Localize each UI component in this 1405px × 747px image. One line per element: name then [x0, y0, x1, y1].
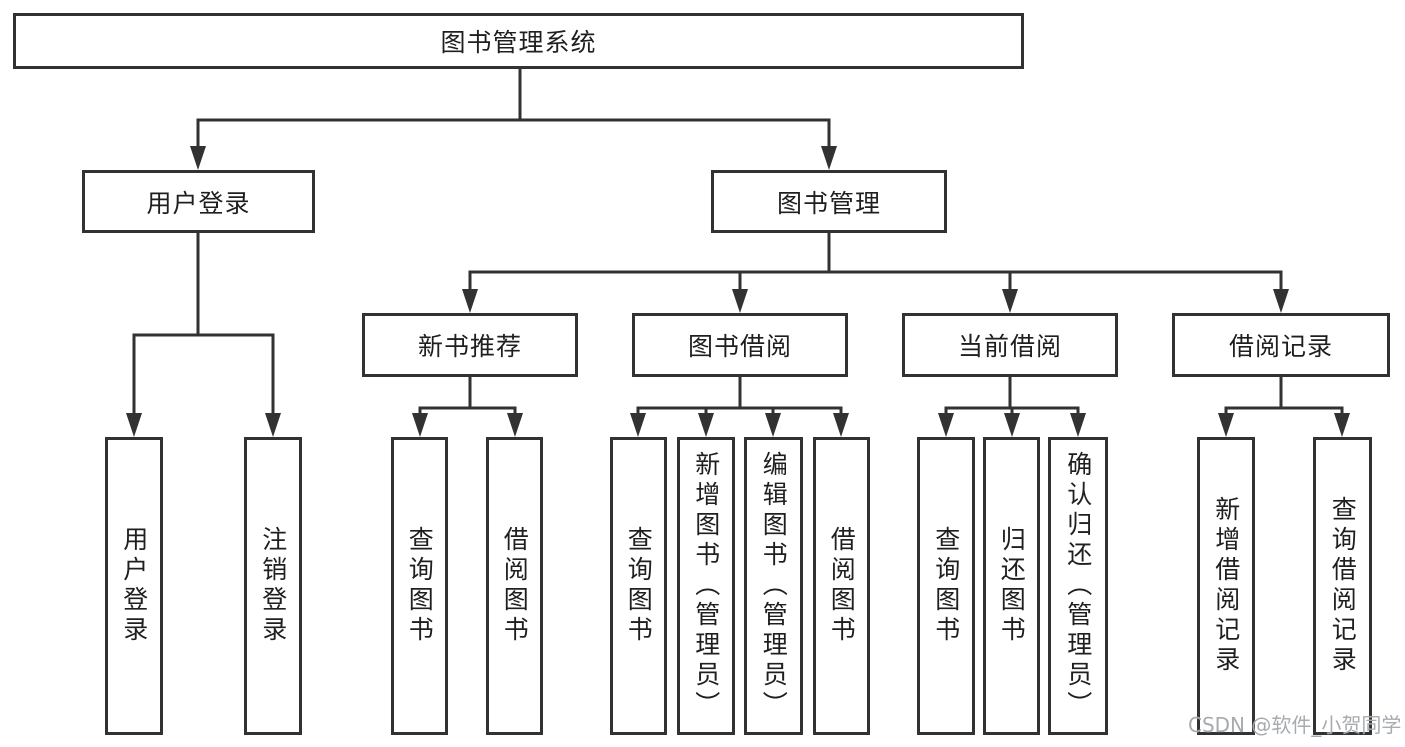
leaf-borrow-books: 借阅图书 — [813, 437, 870, 735]
node-borrow-records: 借阅记录 — [1172, 313, 1390, 377]
arrow-down-icon — [1002, 289, 1018, 313]
leaf-add-books-admin: 新增图书（管理员） — [677, 437, 735, 735]
arrow-down-icon — [1004, 413, 1020, 437]
node-new-book-recommend: 新书推荐 — [362, 313, 578, 377]
leaf-query-borrow-record: 查询借阅记录 — [1313, 437, 1372, 735]
arrow-down-icon — [507, 413, 523, 437]
leaf-label: 借阅图书 — [500, 526, 530, 646]
arrow-down-icon — [1218, 413, 1234, 437]
leaf-label: 新增借阅记录 — [1211, 496, 1241, 676]
connector-new-branch — [418, 377, 517, 417]
leaf-logout-login: 注销登录 — [244, 437, 302, 735]
leaf-label: 查询图书 — [931, 526, 961, 646]
csdn-watermark: CSDN @软件_小贺同学 — [1188, 713, 1402, 737]
leaf-return-books: 归还图书 — [983, 437, 1040, 735]
node-book-management: 图书管理 — [711, 170, 947, 233]
connector-root-branch — [196, 69, 831, 150]
arrow-down-icon — [765, 413, 781, 437]
leaf-label: 确认归还（管理员） — [1063, 451, 1093, 721]
leaf-label: 归还图书 — [997, 526, 1027, 646]
leaf-borrow-books-recommend: 借阅图书 — [486, 437, 543, 735]
leaf-label: 查询借阅记录 — [1328, 496, 1358, 676]
connector-borrow-branch — [636, 377, 843, 417]
arrow-down-icon — [732, 289, 748, 313]
arrow-down-icon — [630, 413, 646, 437]
connector-current-branch — [944, 377, 1080, 417]
connector-mgmt-branch — [468, 233, 1283, 293]
leaf-confirm-return-admin: 确认归还（管理员） — [1048, 437, 1108, 735]
arrow-down-icon — [412, 413, 428, 437]
arrow-down-icon — [1334, 413, 1350, 437]
leaf-label: 编辑图书（管理员） — [759, 451, 789, 721]
leaf-label: 借阅图书 — [827, 526, 857, 646]
arrow-down-icon — [462, 289, 478, 313]
node-system-root: 图书管理系统 — [13, 13, 1024, 69]
arrow-down-icon — [821, 146, 837, 170]
leaf-query-books-current: 查询图书 — [917, 437, 975, 735]
leaf-label: 新增图书（管理员） — [691, 451, 721, 721]
leaf-label: 查询图书 — [624, 526, 654, 646]
connector-login-branch — [132, 233, 275, 417]
leaf-query-books-borrow: 查询图书 — [610, 437, 667, 735]
node-user-login: 用户登录 — [82, 170, 315, 233]
leaf-query-books-recommend: 查询图书 — [391, 437, 448, 735]
arrow-down-icon — [190, 146, 206, 170]
arrow-down-icon — [833, 413, 849, 437]
arrow-down-icon — [1070, 413, 1086, 437]
connector-record-branch — [1224, 377, 1344, 417]
leaf-label: 用户登录 — [119, 526, 149, 646]
leaf-add-borrow-record: 新增借阅记录 — [1197, 437, 1255, 735]
leaf-edit-books-admin: 编辑图书（管理员） — [744, 437, 803, 735]
leaf-label: 注销登录 — [258, 526, 288, 646]
arrow-down-icon — [126, 413, 142, 437]
node-current-borrow: 当前借阅 — [902, 313, 1118, 377]
arrow-down-icon — [698, 413, 714, 437]
leaf-user-login: 用户登录 — [105, 437, 163, 735]
arrow-down-icon — [938, 413, 954, 437]
arrow-down-icon — [1273, 289, 1289, 313]
arrow-down-icon — [265, 413, 281, 437]
leaf-label: 查询图书 — [405, 526, 435, 646]
node-book-borrow: 图书借阅 — [632, 313, 848, 377]
